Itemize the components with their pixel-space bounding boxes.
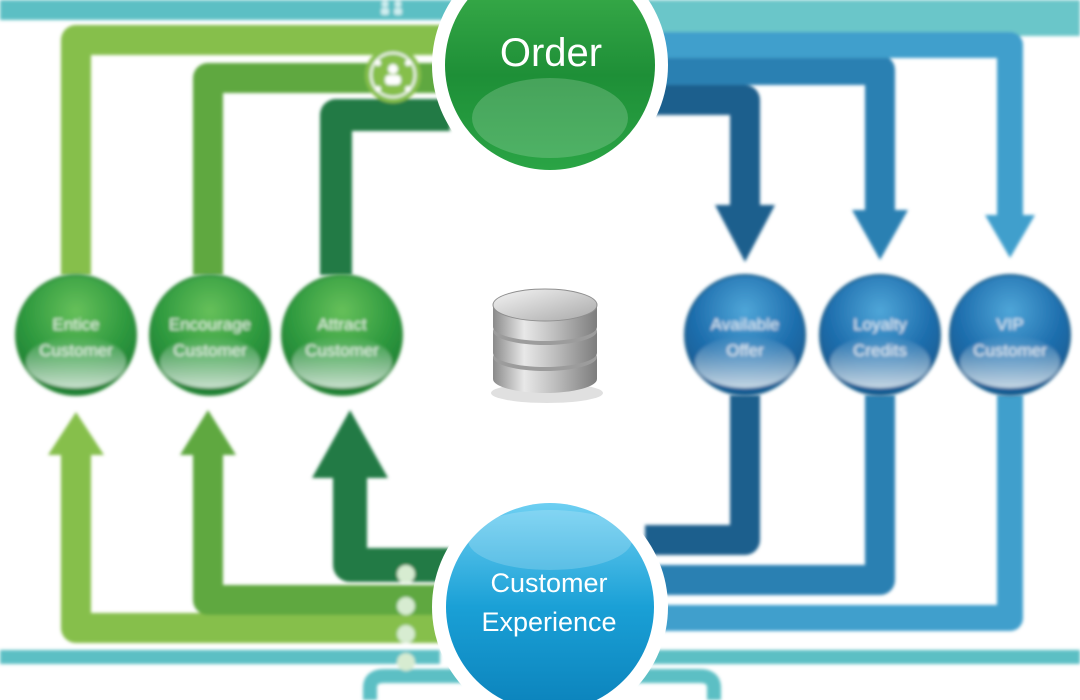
entice-bottom-arm xyxy=(61,455,450,643)
loyalty-down-arrow xyxy=(852,210,908,260)
offer-top-arm xyxy=(650,85,760,205)
check-icon xyxy=(397,597,415,615)
node-label-line2: Customer xyxy=(173,341,247,360)
entice-up-arrow xyxy=(48,412,104,455)
vip-down-arrow xyxy=(985,215,1035,258)
check-icons xyxy=(397,565,415,671)
top-teal-bar-right xyxy=(650,0,1080,36)
hub-experience-line1: Customer xyxy=(490,568,607,598)
node-label-line2: Customer xyxy=(973,341,1047,360)
hub-order-label: Order xyxy=(500,31,602,75)
node-label-line2: Customer xyxy=(39,341,113,360)
node-label-line2: Offer xyxy=(726,341,764,360)
people-icon xyxy=(381,0,402,15)
node-label-line1: Available xyxy=(711,315,780,334)
encourage-bottom-arm xyxy=(193,455,450,615)
offer-down-arrow xyxy=(715,205,775,262)
node-vip-customer[interactable]: VIP Customer xyxy=(949,274,1071,396)
node-label-line1: Encourage xyxy=(169,315,251,334)
node-encourage-customer[interactable]: Encourage Customer xyxy=(149,274,271,396)
node-label-line2: Customer xyxy=(305,341,379,360)
green-node-group: Entice Customer Encourage Customer Attra… xyxy=(15,274,403,396)
encourage-up-arrow xyxy=(180,410,236,455)
attract-up-arrow xyxy=(312,410,388,478)
bottom-teal-bar-right xyxy=(640,650,1080,664)
loyalty-top-arm xyxy=(650,55,895,210)
vip-bottom-arm xyxy=(645,395,1023,631)
attract-top-arm xyxy=(320,99,450,275)
node-loyalty-credits[interactable]: Loyalty Credits xyxy=(819,274,941,396)
node-available-offer[interactable]: Available Offer xyxy=(684,274,806,396)
attract-bottom-arm xyxy=(333,478,450,582)
check-icon xyxy=(397,625,415,643)
offer-bottom-arm xyxy=(645,395,760,555)
check-icon xyxy=(397,653,415,671)
hub-experience-line2: Experience xyxy=(481,607,616,637)
hub-customer-experience[interactable]: Customer Experience xyxy=(432,489,668,700)
blue-node-group: Available Offer Loyalty Credits VIP Cust… xyxy=(684,274,1071,396)
hub-order[interactable]: Order xyxy=(432,0,668,183)
entice-top-arm xyxy=(61,25,450,275)
node-label-line1: Attract xyxy=(317,315,366,334)
vip-top-arm xyxy=(650,32,1023,215)
node-attract-customer[interactable]: Attract Customer xyxy=(281,274,403,396)
loyalty-bottom-arm xyxy=(645,395,895,595)
node-label-line2: Credits xyxy=(853,341,907,360)
bottom-teal-bar xyxy=(0,650,440,664)
node-label-line1: Entice xyxy=(52,315,99,334)
team-network-icon xyxy=(365,47,421,103)
cart-icon xyxy=(397,565,415,583)
database-icon xyxy=(491,288,603,403)
node-label-line1: Loyalty xyxy=(853,315,907,334)
node-label-line1: VIP xyxy=(996,315,1023,334)
node-entice-customer[interactable]: Entice Customer xyxy=(15,274,137,396)
